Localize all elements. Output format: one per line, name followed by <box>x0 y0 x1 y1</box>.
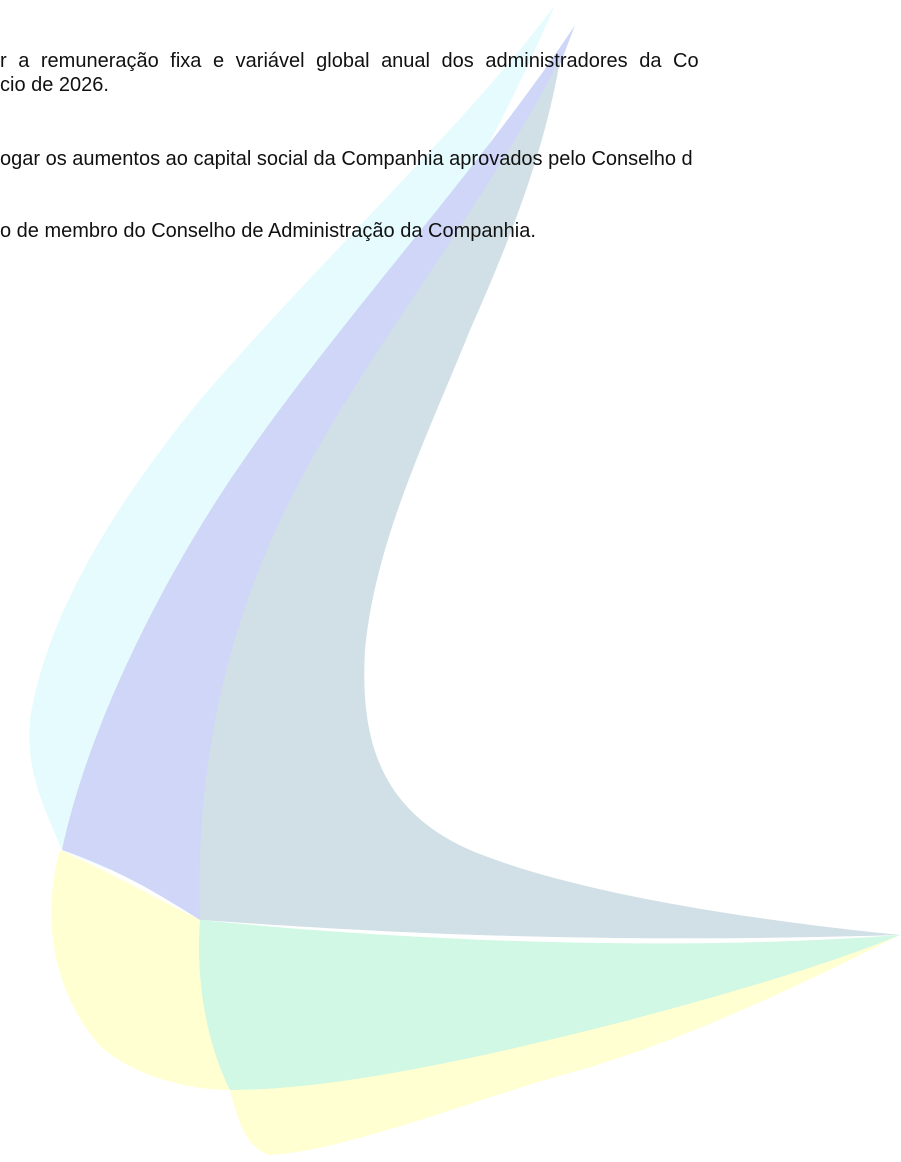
agenda-text-line: o de membro do Conselho de Administração… <box>0 220 536 242</box>
watermark-mint-band <box>199 920 900 1090</box>
watermark-slate-band <box>199 60 900 939</box>
agenda-text-line: r a remuneração fixa e variável global a… <box>0 50 699 72</box>
agenda-text-line: ogar os aumentos ao capital social da Co… <box>0 148 693 170</box>
agenda-text-line: cio de 2026. <box>0 74 109 96</box>
